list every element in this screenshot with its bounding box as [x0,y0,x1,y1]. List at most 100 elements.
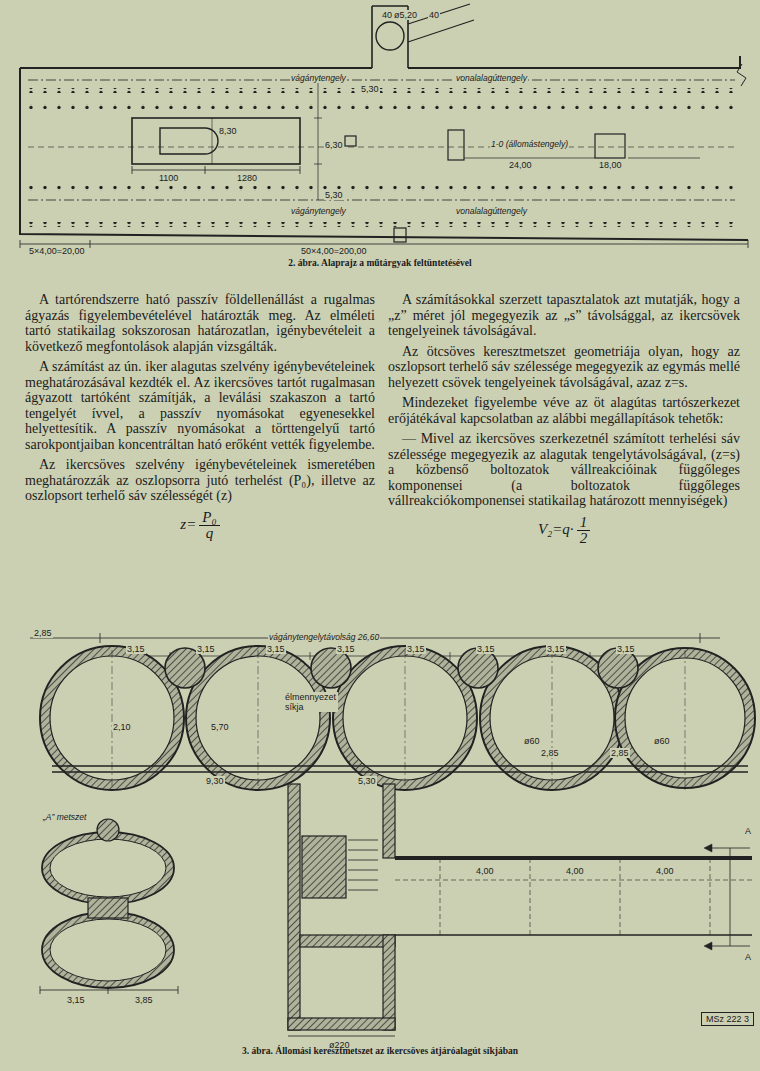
fraction: 12 [577,515,591,547]
cross-section [598,648,638,688]
plan-view [737,64,746,86]
dimension-label: 3,15 [126,644,146,654]
dimension-label: 9,30 [205,776,225,786]
drawing-note: „A” metszet [42,812,87,822]
formula: z=P₀q [25,510,375,542]
dimension-label: 3,15 [336,644,356,654]
body-paragraph: A számításokkal szerzett tapasztalatok a… [388,292,740,339]
body-paragraph: — Mivel az ikercsöves szerkezetnél számí… [388,431,740,509]
plan-view [464,158,700,159]
dimension-label: A [744,952,752,962]
plan-view [28,222,736,227]
drawing-note: vágánytengely [290,206,347,216]
cross-section [348,840,378,890]
standard-number: MSz 222 3 [706,1014,749,1024]
dimension-label: 4,00 [565,866,585,876]
cross-section [704,844,712,950]
cross-section [288,1036,395,1037]
dimension-label: 3,15 [196,644,216,654]
plan-view [28,88,736,93]
plan-view [20,240,748,248]
cross-section [300,935,395,947]
dimension-label: 1280 [236,173,258,183]
dimension-label: 6,30 [324,140,344,150]
cross-section [50,919,166,981]
cross-section [383,935,395,1030]
text-column: A számításokkal szerzett tapasztalatok a… [388,292,740,547]
cross-section [52,766,748,772]
dimension-label: 3,15 [476,644,496,654]
dimension-label: 3,85 [134,995,154,1005]
fraction: P₀q [199,510,219,542]
dimension-label: 5,30 [360,84,380,94]
dimension-label: A [744,826,752,836]
dimension-label: 50×4,00=200,00 [300,246,368,256]
dimension-label: élmennyezet síkja [284,692,338,712]
dimension-label: ø60 [523,736,541,746]
dimension-label: 3,15 [616,644,636,654]
drawing-note: 1-0 (állomástengely) [490,139,569,149]
dimension-label: ø5,20 [393,10,418,20]
cross-section [395,858,752,935]
cross-section [40,986,178,994]
dimension-label: 2,85 [610,748,630,758]
dimension-label: 2,85 [540,748,560,758]
dimension-label: 3,15 [406,644,426,654]
formula-term: V₂=q· [538,521,574,537]
dimension-label: 5×4,00=20,00 [28,246,86,256]
plan-view [28,147,735,148]
cross-section [30,633,720,643]
cross-section [288,784,300,1030]
dimension-label: 8,30 [218,126,238,136]
drawing-note: vágánytengelytávolság 26,60 [268,632,380,642]
dimension-label: 18,00 [598,160,623,170]
dimension-label: 3,15 [66,995,86,1005]
plan-view [132,118,300,164]
cross-section [302,836,346,898]
cross-section [395,934,752,936]
text-column: A tartórendszerre ható passzív földellen… [25,292,375,542]
dimension-label: 24,00 [508,160,533,170]
cross-section [112,650,685,790]
dimension-label: ø60 [653,736,671,746]
dimension-label: 40 [381,10,393,20]
standard-box: MSz 222 3 [701,1012,754,1026]
dimension-label: 3,15 [546,644,566,654]
formula-numerator: P₀ [199,510,219,527]
cross-section [30,633,755,1036]
dimension-label: 4,00 [655,866,675,876]
dimension-label: 5,30 [324,190,344,200]
plan-view [212,118,213,164]
formula-numerator: 1 [577,515,591,532]
plan-view [314,80,322,200]
cross-section [288,1018,395,1030]
dimension-label: 5,30 [357,776,377,786]
cross-section [458,648,498,688]
body-paragraph: A tartórendszerre ható passzív földellen… [25,292,375,354]
formula: V₂=q·12 [388,515,740,547]
drawing-note: vonalalagúttengely [455,206,528,216]
dimension-label: 40 [428,10,440,20]
figure-caption: 3. ábra. Állomási keresztmetszet az iker… [0,1046,760,1057]
body-paragraph: Mindezeket figyelembe véve az öt alagúta… [388,395,740,426]
plan-view [28,104,736,109]
cross-section [42,912,174,988]
body-paragraph: Az ötcsöves keresztmetszet geometriája o… [388,344,740,391]
cross-section [42,832,174,904]
formula-denominator: 2 [577,531,591,547]
drawing-note: vonalalagúttengely [455,73,528,83]
figure-caption: 2. ábra. Alaprajz a műtárgyak feltünteté… [0,258,760,269]
cross-section [50,839,166,897]
plan-view [394,228,406,242]
dimension-label: 1100 [158,173,179,183]
cross-section [165,648,205,688]
dimension-label: 2,85 [33,628,53,638]
dimension-label: 3,15 [266,644,286,654]
formula-denominator: q [199,526,219,542]
plan-view [376,22,404,50]
cross-section [712,848,750,946]
plan-view [448,130,464,160]
plan-view [345,136,356,146]
